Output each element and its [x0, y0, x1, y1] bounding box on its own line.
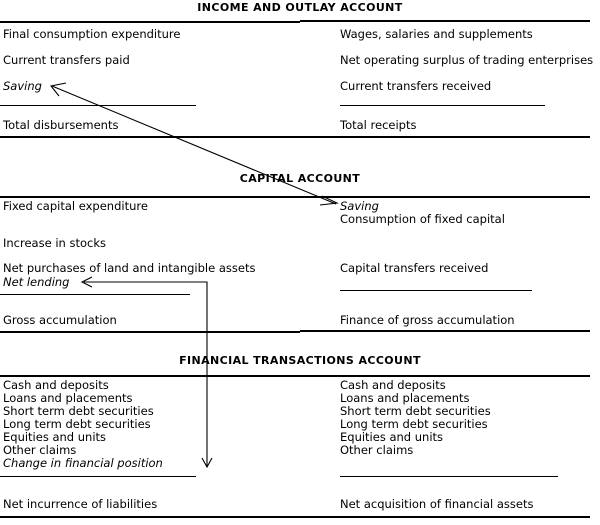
rule-capital-subtotal-left [0, 294, 190, 295]
entry-capital-left-1: Increase in stocks [3, 236, 106, 250]
arrowhead-down-icon [201, 457, 213, 469]
entry-financial-right-2: Short term debt securities [340, 404, 491, 418]
rule-income-subtotal-left [0, 105, 196, 106]
entry-capital-right-1: Consumption of fixed capital [340, 212, 505, 226]
rule-income-top-right [300, 20, 590, 22]
rule-income-top-left [0, 21, 300, 23]
balancing-item-financial-left: Change in financial position [3, 456, 163, 470]
arrowhead-up-left-icon [50, 82, 67, 97]
total-capital-left: Gross accumulation [3, 313, 117, 327]
entry-capital-right-2: Capital transfers received [340, 261, 489, 275]
entry-financial-left-5: Other claims [3, 443, 77, 457]
rule-income-bottom [0, 136, 590, 138]
connector-saving-carry-down [50, 82, 339, 206]
rule-financial-top [0, 375, 590, 377]
entry-financial-right-4: Equities and units [340, 430, 444, 444]
total-financial-left: Net incurrence of liabilities [3, 497, 158, 511]
entry-financial-right-5: Other claims [340, 443, 414, 457]
balancing-item-income-left: Saving [3, 79, 42, 93]
account-heading-financial-transactions: FINANCIAL TRANSACTIONS ACCOUNT [179, 354, 421, 367]
entry-income-left-0: Final consumption expenditure [3, 27, 181, 41]
entry-financial-left-4: Equities and units [3, 430, 107, 444]
entry-income-left-1: Current transfers paid [3, 53, 130, 67]
rule-capital-bottom-right [300, 330, 590, 332]
rule-capital-top [0, 196, 590, 198]
balancing-item-capital-right: Saving [340, 199, 379, 213]
rule-financial-bottom [0, 516, 590, 518]
total-income-right: Total receipts [340, 118, 417, 132]
total-income-left: Total disbursements [3, 118, 119, 132]
entry-financial-right-1: Loans and placements [340, 391, 470, 405]
rule-financial-subtotal-left [0, 476, 196, 477]
account-heading-capital: CAPITAL ACCOUNT [239, 172, 361, 185]
total-financial-right: Net acquisition of financial assets [340, 497, 534, 511]
entry-income-right-2: Current transfers received [340, 79, 492, 93]
total-capital-right: Finance of gross accumulation [340, 313, 515, 327]
entry-financial-right-3: Long term debt securities [340, 417, 488, 431]
rule-income-subtotal-right [340, 105, 545, 106]
entry-financial-right-0: Cash and deposits [340, 378, 446, 392]
entry-capital-left-2: Net purchases of land and intangible ass… [3, 261, 256, 275]
arrowhead-left-icon [80, 276, 93, 288]
entry-financial-left-0: Cash and deposits [3, 378, 109, 392]
account-heading-income-and-outlay: INCOME AND OUTLAY ACCOUNT [197, 1, 403, 14]
entry-capital-left-0: Fixed capital expenditure [3, 199, 148, 213]
rule-capital-bottom-left [0, 331, 300, 333]
rule-financial-subtotal-right [340, 476, 558, 477]
entry-income-right-0: Wages, salaries and supplements [340, 27, 533, 41]
balancing-item-capital-left: Net lending [3, 275, 70, 289]
entry-income-right-1: Net operating surplus of trading enterpr… [340, 53, 594, 67]
rule-capital-subtotal-right [340, 290, 532, 291]
